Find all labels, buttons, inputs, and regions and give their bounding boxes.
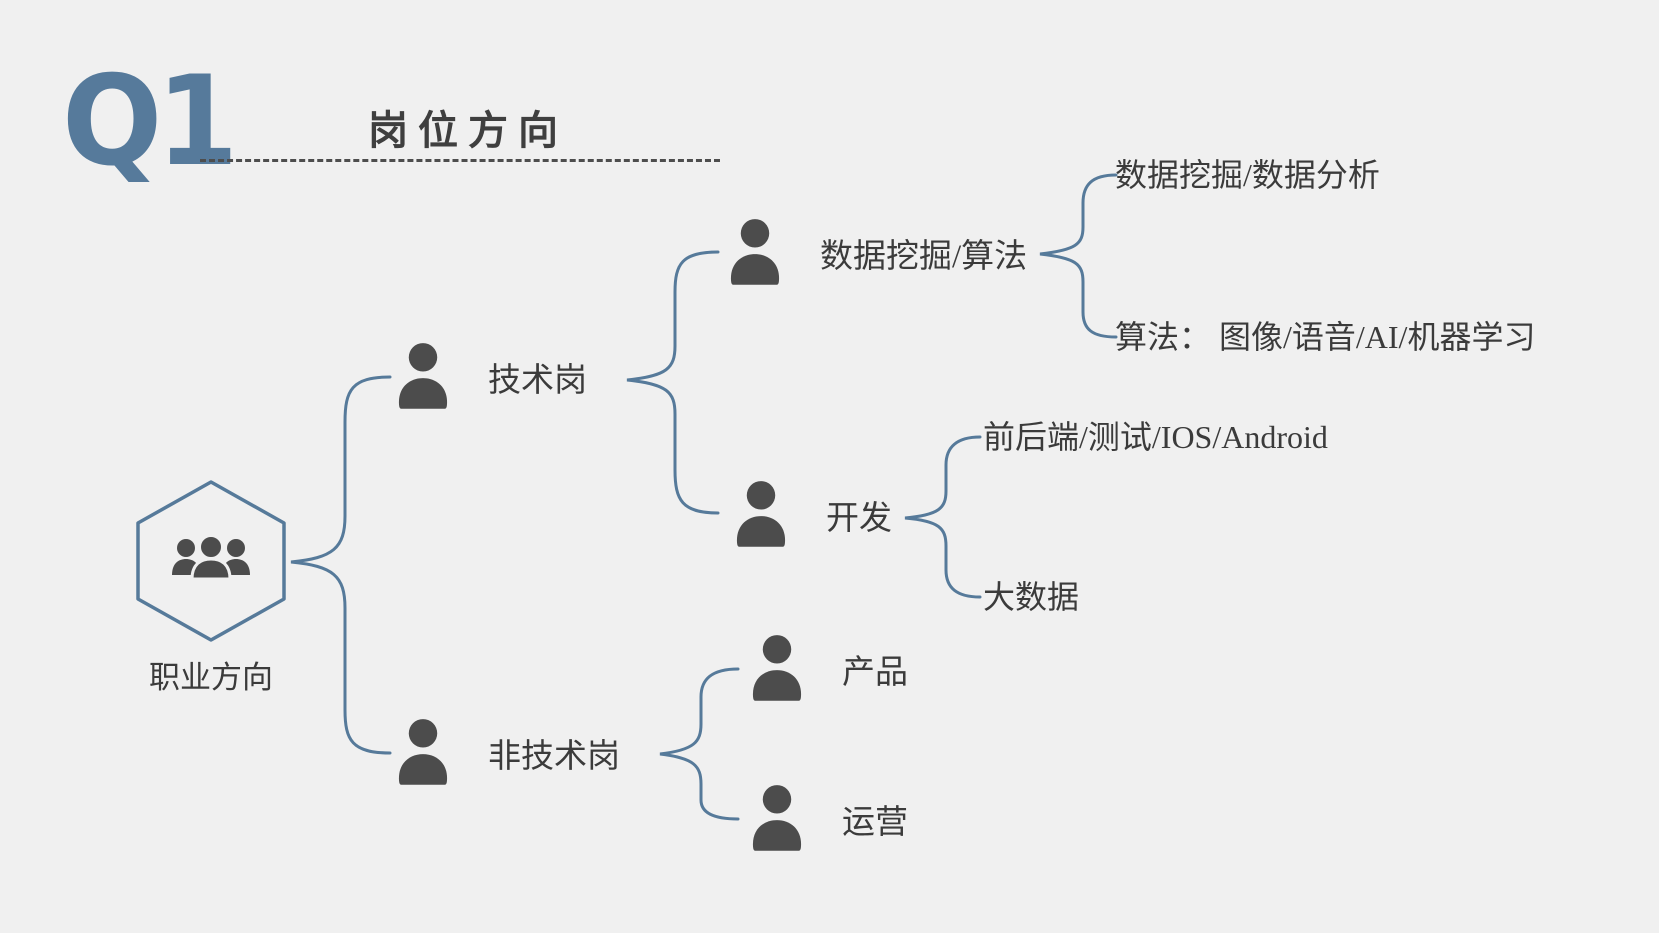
node-operation: 运营 (742, 782, 908, 856)
person-icon (752, 785, 802, 851)
bracket-datamining (1039, 173, 1118, 339)
leaf-algorithm: 算法： 图像/语音/AI/机器学习 (1115, 319, 1536, 355)
node-tech: 技术岗 (388, 340, 587, 414)
person-icon (736, 481, 786, 547)
bracket-tech (626, 250, 720, 515)
question-number: Q1 (62, 48, 238, 194)
node-tech-label: 技术岗 (488, 363, 587, 399)
node-product: 产品 (742, 632, 908, 706)
bracket-root (290, 375, 392, 755)
person-icon (398, 343, 448, 409)
bracket-nontech (659, 667, 740, 821)
person-icon (730, 219, 780, 285)
leaf-frontend-backend: 前后端/测试/IOS/Android (983, 419, 1328, 455)
node-nontech: 非技术岗 (388, 716, 620, 790)
person-icon (752, 635, 802, 701)
leaf-datamining-analysis: 数据挖掘/数据分析 (1115, 157, 1380, 193)
node-product-label: 产品 (842, 655, 908, 691)
node-dev: 开发 (726, 478, 892, 552)
title-underline (200, 159, 720, 162)
person-icon (398, 719, 448, 785)
people-group-icon (136, 480, 286, 642)
leaf-bigdata: 大数据 (983, 579, 1080, 615)
node-operation-label: 运营 (842, 805, 908, 841)
node-nontech-label: 非技术岗 (488, 739, 620, 775)
root-node (126, 476, 296, 646)
root-node-label: 职业方向 (149, 660, 273, 695)
node-datamining: 数据挖掘/算法 (720, 216, 1027, 290)
bracket-dev (904, 435, 982, 599)
node-dev-label: 开发 (826, 501, 892, 537)
slide-title: 岗位方向 (368, 108, 568, 153)
node-datamining-label: 数据挖掘/算法 (820, 239, 1028, 275)
